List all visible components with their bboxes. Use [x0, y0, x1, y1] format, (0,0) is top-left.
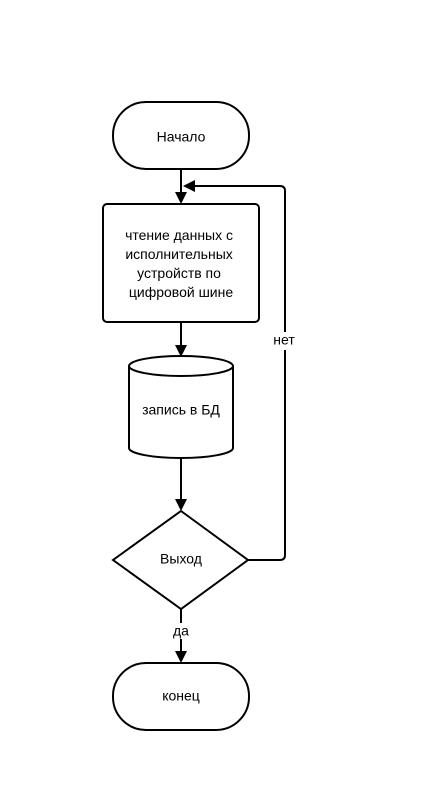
edge-db-to-decision: [175, 458, 187, 511]
edge-decision-no-loop-line: [194, 185, 286, 561]
read-data-line-2: исполнительных: [125, 246, 232, 262]
edge-start-to-read-arrowhead: [175, 192, 187, 204]
edge-yes-label-background: [168, 623, 194, 639]
read-data-line-4: цифровой шине: [129, 284, 233, 300]
start-node-label: Начало: [157, 129, 206, 145]
edge-start-to-read: [175, 169, 187, 204]
read-data-node-label: чтение данных с исполнительных устройств…: [125, 227, 237, 300]
db-write-node-body: [128, 355, 234, 459]
edge-read-to-db-arrowhead: [175, 345, 187, 357]
read-data-line-1: чтение данных с: [125, 227, 233, 243]
db-write-node: запись в БД: [128, 355, 234, 459]
read-data-node-shape: [102, 203, 260, 323]
edge-decision-yes-arrowhead: [175, 651, 187, 663]
edge-yes-label: да: [173, 623, 189, 639]
edge-decision-yes: да: [168, 609, 194, 663]
db-write-node-rim: [128, 365, 234, 377]
edge-read-to-db: [175, 322, 187, 357]
start-node: Начало: [112, 101, 250, 170]
end-node: конец: [112, 662, 250, 731]
end-node-shape: [112, 662, 250, 731]
end-node-label: конец: [162, 688, 200, 704]
decision-node: Выход: [111, 509, 250, 611]
db-write-node-label: запись в БД: [142, 402, 220, 418]
edge-decision-no-loop-arrowhead: [183, 180, 195, 192]
decision-node-label: Выход: [160, 551, 202, 567]
edge-decision-no-loop: нет: [183, 180, 300, 561]
edge-no-label-background: [270, 332, 300, 350]
read-data-node: чтение данных с исполнительных устройств…: [102, 203, 260, 323]
edge-no-label: нет: [273, 332, 295, 348]
edge-db-to-decision-arrowhead: [175, 499, 187, 511]
read-data-line-3: устройств по: [137, 265, 221, 281]
